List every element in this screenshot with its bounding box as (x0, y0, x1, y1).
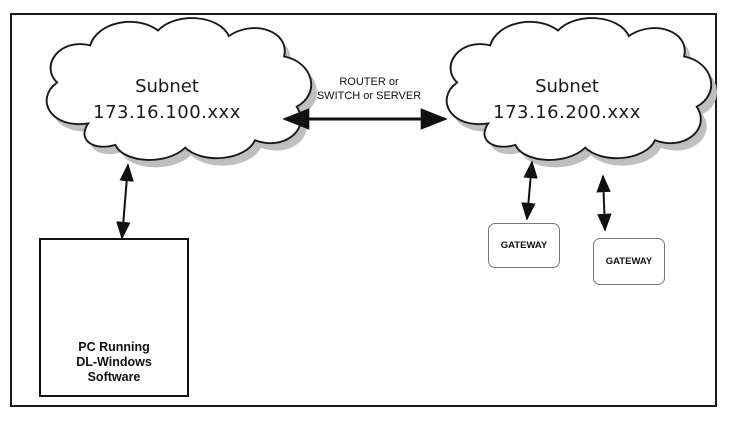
gateway-box: GATEWAY (488, 223, 560, 268)
subnet-address: 173.16.100.xxx (93, 102, 241, 123)
subnet-title: Subnet (135, 76, 199, 97)
double-arrow-icon (521, 160, 538, 221)
subnet-label: Subnet 173.16.200.xxx (462, 74, 672, 126)
pc-caption-line1: PC Running (78, 340, 150, 354)
subnet-label: Subnet 173.16.100.xxx (62, 74, 272, 126)
pc-box: PC Running DL-Windows Software (39, 238, 189, 397)
gateway-label: GATEWAY (500, 240, 548, 251)
pc-caption-line2: DL-Windows (76, 355, 152, 369)
double-arrow-icon (596, 174, 612, 232)
pc-caption-line3: Software (87, 370, 141, 384)
pc-caption: PC Running DL-Windows Software (41, 340, 187, 385)
double-arrow-icon (116, 163, 134, 240)
subnet-address: 173.16.200.xxx (493, 102, 641, 123)
router-link-label-line1: ROUTER or (339, 76, 399, 88)
router-link-label-line2: SWITCH or SERVER (316, 90, 422, 102)
gateway-box: GATEWAY (593, 238, 665, 285)
router-link-label: ROUTER or SWITCH or SERVER (304, 75, 434, 103)
gateway-label: GATEWAY (605, 256, 653, 267)
diagram-frame (10, 13, 717, 407)
subnet-title: Subnet (535, 76, 599, 97)
